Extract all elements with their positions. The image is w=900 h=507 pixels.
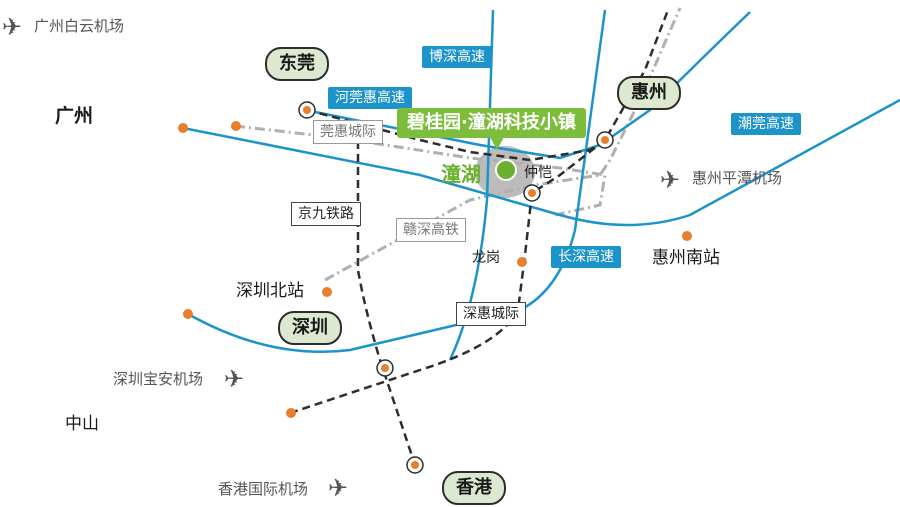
route-chao-guan-tag: 潮莞高速 — [731, 113, 801, 135]
station-shenzhen-north — [322, 287, 332, 297]
plane-icon: ✈ — [2, 13, 23, 41]
project-callout: 碧桂园·潼湖科技小镇 — [397, 108, 586, 138]
station-longgang-label: 龙岗 — [472, 250, 500, 266]
route-gan-shen-tag: 赣深高铁 — [396, 218, 466, 242]
jing-jiu-railway-line — [356, 128, 417, 466]
city-dongguan-pill: 东莞 — [265, 47, 329, 81]
plane-icon: ✈ — [328, 474, 349, 502]
station-shenzhen-north-label: 深圳北站 — [236, 281, 304, 301]
airport-hongkong-label: 香港国际机场 — [218, 480, 309, 498]
airport-shenzhen-label: 深圳宝安机场 — [113, 370, 204, 388]
guangzhou-huizhou-highway — [182, 98, 900, 227]
city-guangzhou-label: 广州 — [55, 105, 94, 127]
station-zhongshan — [286, 408, 296, 418]
tanghu-label: 潼湖 — [441, 162, 481, 186]
station-huizhou-south — [682, 231, 692, 241]
plane-icon: ✈ — [660, 166, 681, 194]
station-dots — [178, 121, 692, 418]
station-guangzhou-a — [178, 123, 188, 133]
station-guangzhou-b — [231, 121, 241, 131]
interchange-stations — [298, 101, 614, 474]
city-zhongshan-label: 中山 — [65, 414, 99, 434]
route-shen-hui-tag: 深惠城际 — [456, 302, 526, 326]
station-zhongkai-label: 仲恺 — [524, 165, 552, 181]
airport-guangzhou-label: 广州白云机场 — [34, 17, 125, 35]
bo-shen-highway — [448, 9, 495, 361]
city-shenzhen-pill: 深圳 — [278, 311, 342, 345]
route-jing-jiu-tag: 京九铁路 — [291, 202, 361, 226]
station-huizhou-south-label: 惠州南站 — [652, 248, 720, 268]
station-shenzhen-west — [183, 309, 193, 319]
airport-huizhou-label: 惠州平潭机场 — [692, 169, 783, 187]
route-he-guan-hui-tag: 河莞惠高速 — [328, 87, 412, 109]
route-bo-shen-tag: 博深高速 — [422, 46, 492, 68]
city-hongkong-pill: 香港 — [442, 471, 506, 505]
route-guan-hui-tag: 莞惠城际 — [313, 120, 383, 144]
plane-icon: ✈ — [224, 365, 245, 393]
station-longgang — [517, 257, 527, 267]
city-huizhou-pill: 惠州 — [617, 76, 681, 110]
shen-hui-intercity-line — [289, 139, 606, 415]
tanghu-marker — [495, 159, 517, 181]
project-pointer — [490, 137, 504, 150]
route-chang-shen-tag: 长深高速 — [551, 246, 621, 268]
